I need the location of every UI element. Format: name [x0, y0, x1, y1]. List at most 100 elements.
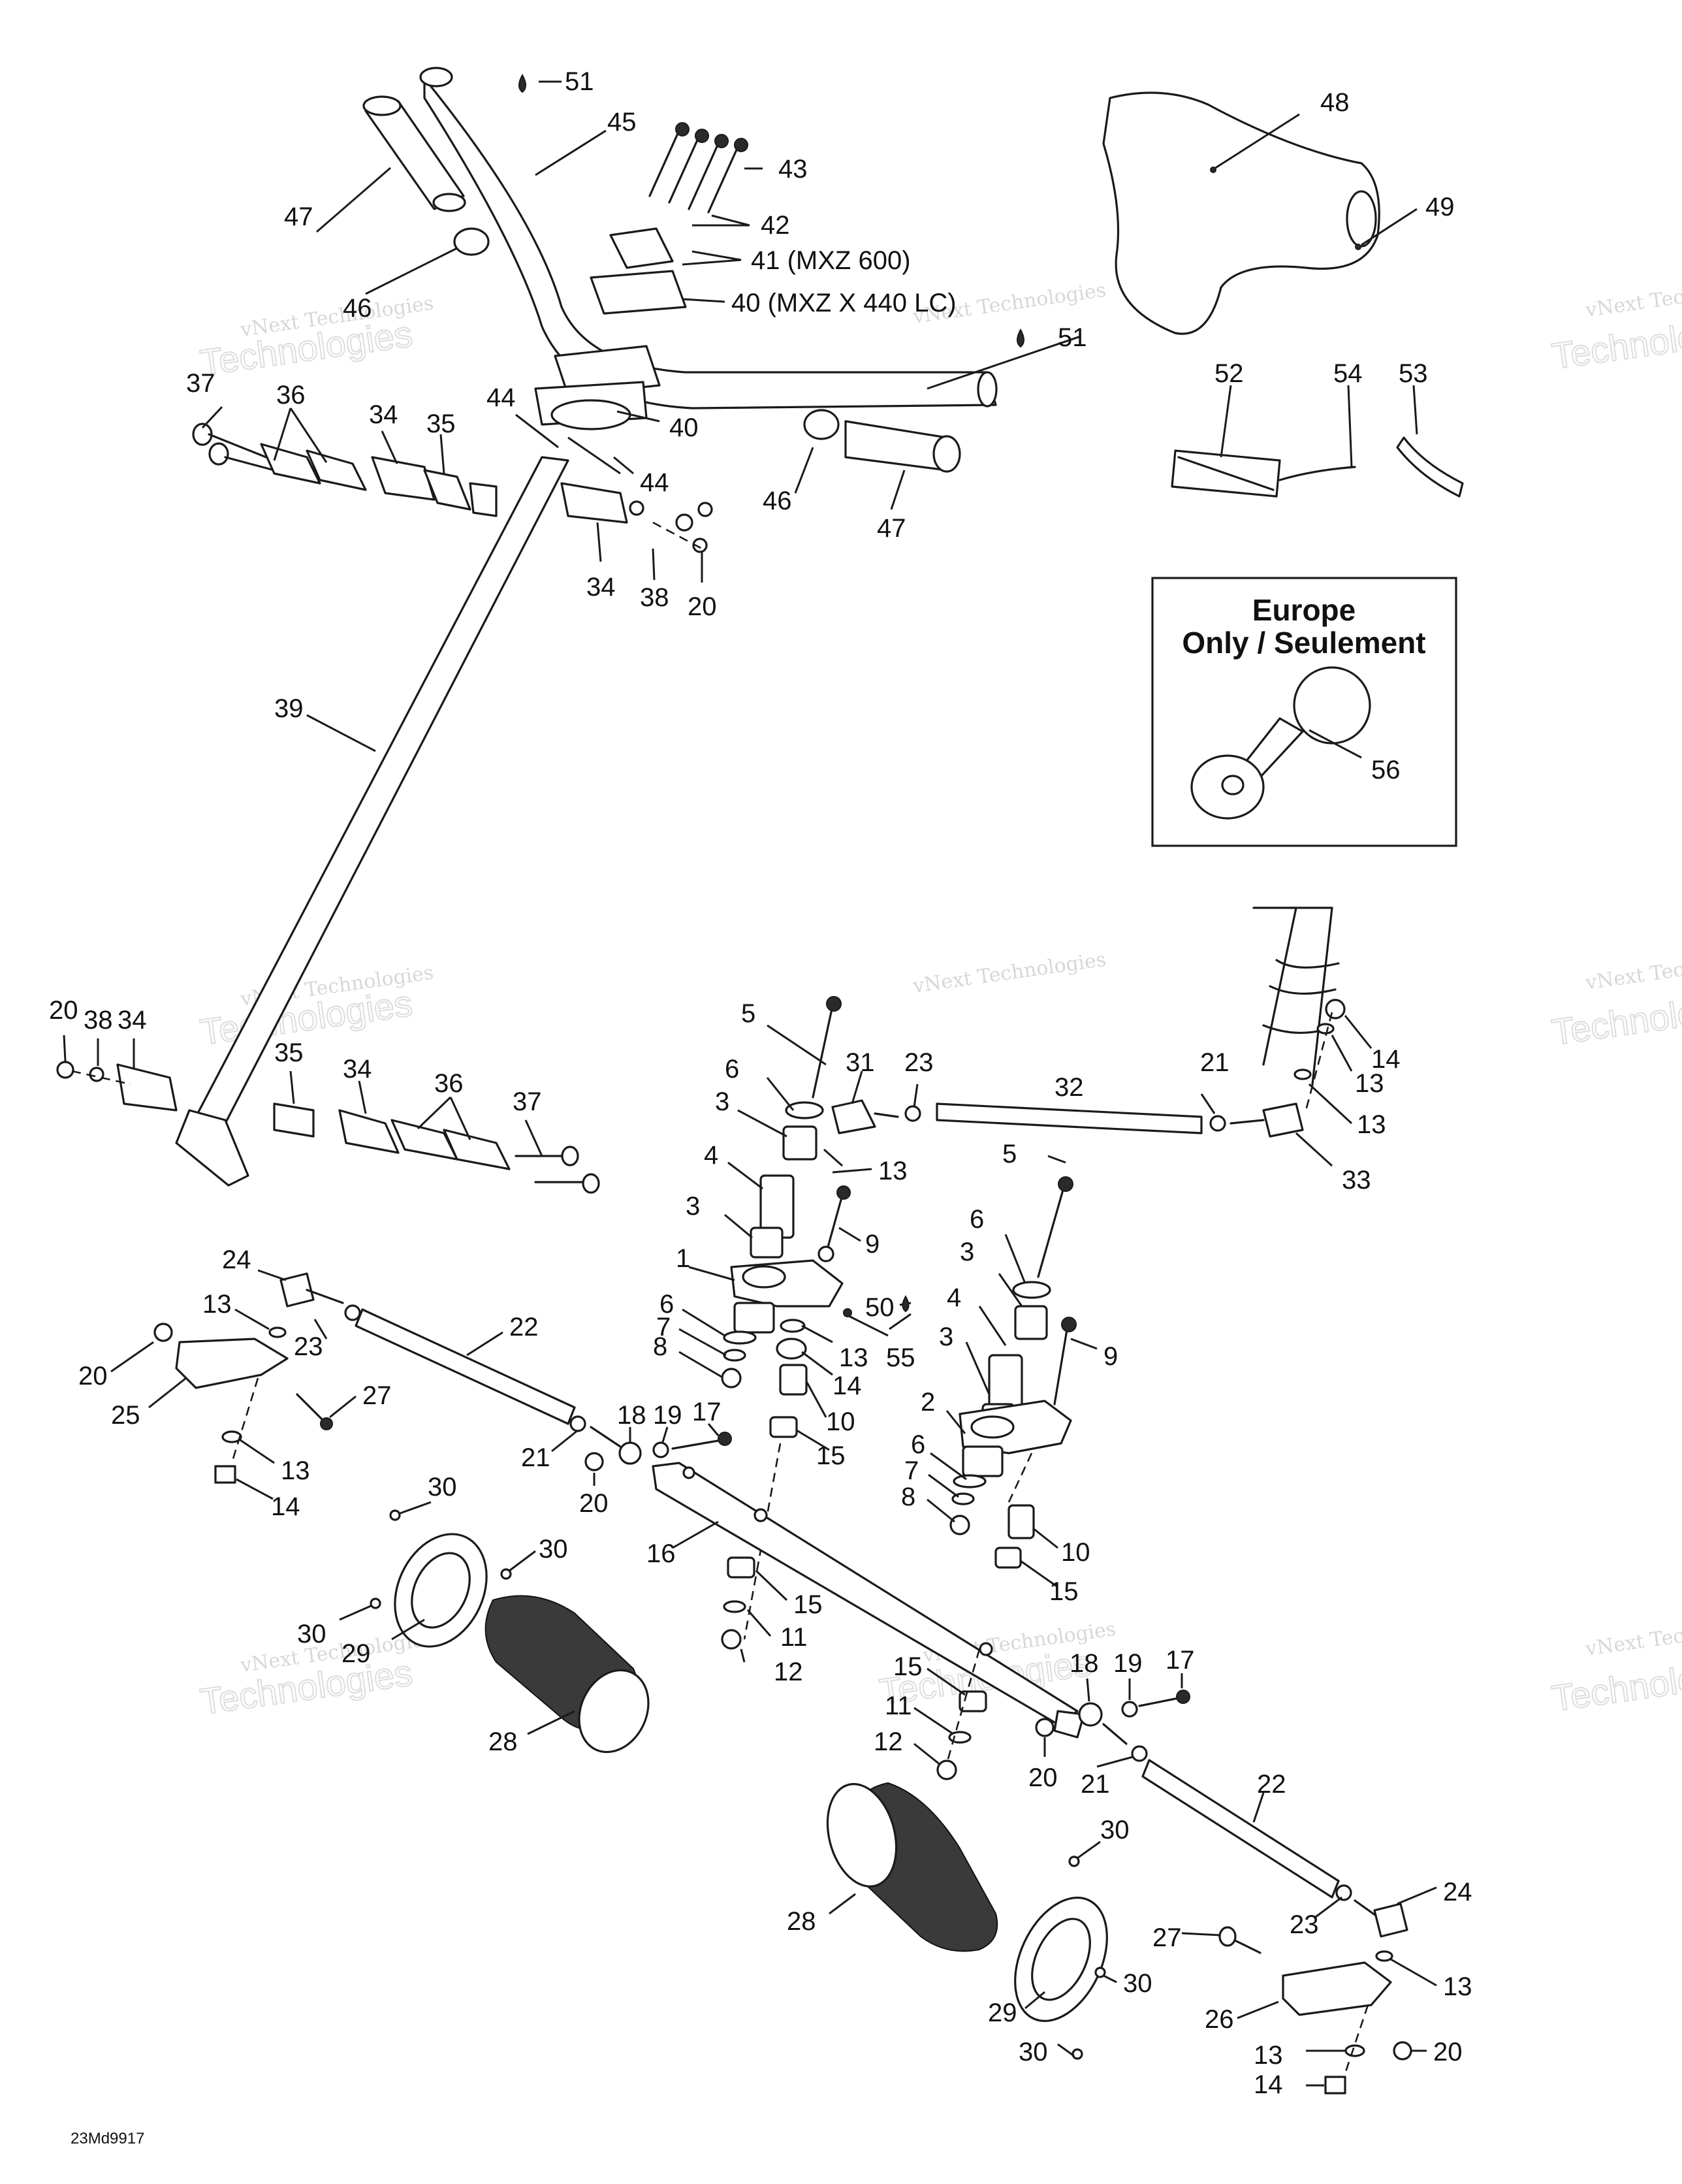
callout-9: 9 [865, 1230, 880, 1259]
riser-clamp [590, 270, 687, 315]
leader-line [381, 430, 398, 464]
leader-line [1252, 1792, 1265, 1823]
callout-6: 6 [970, 1205, 984, 1234]
leader-line [794, 447, 814, 494]
callout-11: 11 [780, 1623, 808, 1652]
nut [721, 1368, 742, 1389]
bolt-head [836, 1185, 851, 1200]
leader-line [832, 1168, 872, 1174]
callout-40: 40 [669, 413, 699, 442]
callout-20: 20 [579, 1489, 609, 1518]
leader-line [1361, 208, 1418, 246]
bolt-head [1058, 1176, 1073, 1192]
callout-6: 6 [659, 1290, 674, 1319]
leader-line [596, 522, 602, 562]
leader-line [234, 1308, 270, 1330]
leader-line [1412, 385, 1418, 435]
leader-line [978, 1306, 1007, 1346]
leader-lines [63, 80, 1437, 2087]
bolt [825, 1194, 844, 1255]
leader-line [567, 436, 621, 475]
upper-support-links [192, 423, 713, 553]
leader-line [829, 1893, 856, 1915]
callout-48: 48 [1320, 88, 1350, 117]
callout-30: 30 [1123, 1969, 1152, 1998]
callout-26: 26 [1205, 2005, 1234, 2034]
washer [776, 1338, 807, 1360]
callout-56: 56 [1371, 756, 1401, 784]
leader-line [890, 470, 906, 510]
leader-line [801, 1325, 833, 1343]
leader-line [913, 1707, 954, 1735]
watermark-text: vNext Technologies [911, 948, 1107, 998]
bolt-head [1176, 1690, 1190, 1704]
callout-31: 31 [846, 1048, 875, 1077]
callout-23: 23 [294, 1332, 323, 1361]
leader-line [616, 410, 660, 423]
washer [780, 1319, 806, 1333]
callout-20: 20 [1028, 1763, 1058, 1792]
leader-line [289, 1070, 295, 1104]
leader-line [724, 1213, 753, 1239]
leader-line [329, 1395, 357, 1419]
leader-line [515, 413, 559, 449]
leader-line [927, 1667, 966, 1696]
callout-9: 9 [1103, 1342, 1118, 1371]
callout-37: 37 [513, 1087, 542, 1116]
bolt-set [648, 122, 748, 214]
washer [723, 1600, 746, 1613]
washer [1316, 1023, 1335, 1035]
bushing [769, 1416, 798, 1438]
leader-line [691, 250, 742, 261]
callout-4: 4 [704, 1141, 718, 1170]
arm-bore [970, 1415, 1015, 1439]
screw [389, 1509, 401, 1521]
callout-21: 21 [1200, 1048, 1230, 1077]
bushing [994, 1547, 1022, 1569]
leader-line [439, 434, 445, 474]
leader-line [358, 1080, 367, 1114]
spacer [779, 1364, 808, 1396]
watermark-text: vNext Technologies [1583, 945, 1682, 995]
leader-line [1077, 1840, 1101, 1859]
spacer [469, 482, 498, 517]
assembly-axis [652, 521, 703, 550]
callout-28: 28 [787, 1907, 816, 1936]
callout-30: 30 [1100, 1816, 1130, 1844]
callout-25: 25 [111, 1401, 140, 1430]
bolt-head [734, 138, 748, 152]
washer [723, 1349, 746, 1362]
callout-13: 13 [1355, 1069, 1384, 1098]
callout-4: 4 [947, 1283, 961, 1312]
bolt-head [208, 442, 229, 466]
leader-line [928, 1473, 959, 1498]
callout-20: 20 [1433, 2038, 1463, 2066]
callout-14: 14 [271, 1492, 300, 1521]
nut [721, 1629, 742, 1650]
bolt-head [1061, 1317, 1077, 1332]
handlebar-end [977, 371, 998, 408]
callout-14: 14 [833, 1372, 862, 1400]
leader-line [110, 1341, 154, 1373]
callout-8: 8 [653, 1332, 667, 1361]
grip [844, 420, 948, 472]
link-plate [443, 1129, 511, 1170]
washer [1293, 1068, 1312, 1080]
spacer [1008, 1504, 1035, 1539]
leader-line [801, 1351, 833, 1376]
callout-34: 34 [118, 1006, 147, 1035]
lower-support-links [56, 1061, 600, 1194]
link-hole [754, 1508, 768, 1522]
washer [1344, 2044, 1365, 2057]
callout-20: 20 [49, 996, 78, 1025]
leader-line [339, 1604, 373, 1621]
screw [370, 1598, 381, 1609]
leader-line [889, 1313, 912, 1330]
callout-13: 13 [839, 1343, 868, 1372]
screw [1094, 1967, 1106, 1978]
callout-8: 8 [901, 1483, 915, 1511]
leader-line [1181, 1932, 1220, 1936]
leader-line [398, 1501, 432, 1515]
callout-11: 11 [885, 1692, 912, 1720]
callout-13: 13 [1254, 2041, 1283, 2070]
